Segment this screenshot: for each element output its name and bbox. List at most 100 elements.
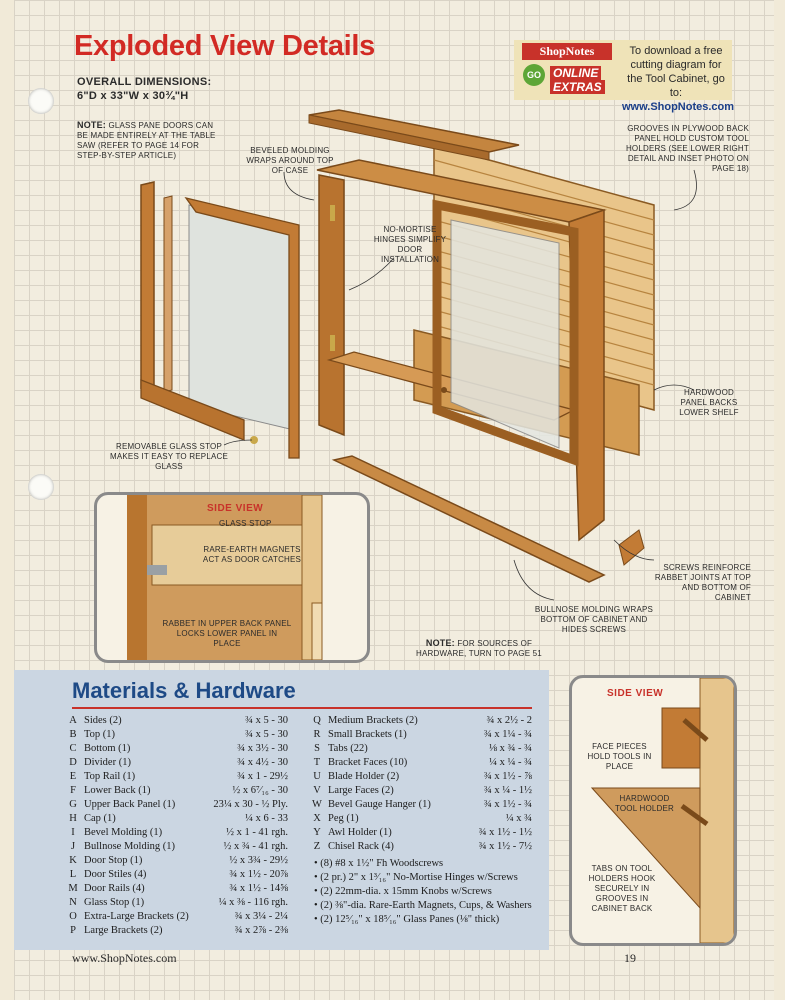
material-name: Bullnose Molding (1): [84, 841, 175, 852]
hardware-item: • (2 pr.) 2" x 1³⁄₁₆" No-Mortise Hinges …: [314, 872, 518, 883]
material-size: ¾ x 1¼ - ¾: [483, 729, 532, 740]
footer-url-link[interactable]: www.ShopNotes.com: [72, 951, 177, 965]
material-letter: U: [313, 771, 321, 782]
material-size: 23¼ x 30 - ½ Ply.: [213, 799, 288, 810]
callout-grooves: GROOVES IN PLYWOOD BACK PANEL HOLD CUSTO…: [625, 124, 749, 173]
material-size: ¾ x 1½ - 1½: [478, 827, 532, 838]
side-view-title: SIDE VIEW: [607, 688, 664, 699]
material-size: ½ x 3¾ - 29½: [229, 855, 288, 866]
material-letter: L: [69, 869, 77, 880]
material-letter: S: [314, 743, 320, 754]
material-size: ¾ x 3¼ - 2¼: [234, 911, 288, 922]
material-row: O Extra-Large Brackets (2) ¾ x 3¼ - 2¼: [66, 911, 288, 925]
door-knob-icon: [441, 387, 447, 393]
material-size: ¾ x 1½ - 7½: [478, 841, 532, 852]
material-letter: D: [69, 757, 77, 768]
cabinet-left-side: [318, 174, 345, 437]
material-size: ¾ x 4½ - 30: [237, 757, 288, 768]
material-size: ¼ x 6 - 33: [245, 813, 288, 824]
material-name: Bevel Gauge Hanger (1): [328, 799, 431, 810]
side-view-detail-1: SIDE VIEW GLASS STOP RARE-EARTH MAGNETS …: [94, 492, 370, 663]
material-size: ½ x 6⁷⁄₁₆ - 30: [232, 785, 288, 796]
leader-lines: [223, 169, 697, 601]
material-letter: B: [69, 729, 77, 740]
material-name: Door Stop (1): [84, 855, 143, 866]
material-name: Extra-Large Brackets (2): [84, 911, 189, 922]
material-name: Top (1): [84, 729, 116, 740]
material-letter: J: [70, 841, 76, 852]
material-row: N Glass Stop (1) ¼ x ⅜ - 116 rgh.: [66, 897, 288, 911]
side-view-detail-2: SIDE VIEW FACE PIECES HOLD TOOLS IN PLAC…: [569, 675, 737, 946]
material-name: Bracket Faces (10): [328, 757, 408, 768]
label-rare-earth-magnets: RARE-EARTH MAGNETS ACT AS DOOR CATCHES: [202, 545, 302, 564]
material-name: Chisel Rack (4): [328, 841, 394, 852]
material-name: Tabs (22): [328, 743, 368, 754]
glass-stop: [163, 195, 173, 393]
material-letter: T: [313, 757, 321, 768]
callout-removable-glass-stop: REMOVABLE GLASS STOP MAKES IT EASY TO RE…: [109, 442, 229, 471]
hardware-item: • (2) 12⁵⁄₁₆" x 18⁵⁄₁₆" Glass Panes (⅛" …: [314, 914, 500, 925]
material-letter: V: [313, 785, 321, 796]
material-letter: N: [69, 897, 77, 908]
extras-url-link[interactable]: www.ShopNotes.com: [622, 101, 735, 113]
material-letter: M: [68, 883, 78, 894]
cabinet-cap: [308, 109, 520, 153]
material-name: Medium Brackets (2): [328, 715, 418, 726]
tool-holder-bracket: [590, 787, 701, 910]
material-size: ¾ x 2⅞ - 2⅜: [234, 925, 288, 936]
extras-label: EXTRAS: [550, 80, 605, 94]
label-tabs: TABS ON TOOL HOLDERS HOOK SECURELY IN GR…: [588, 864, 656, 913]
material-letter: K: [69, 855, 77, 866]
material-name: Door Stiles (4): [84, 869, 147, 880]
material-letter: I: [71, 827, 75, 838]
material-size: ¾ x 1½ - ¾: [483, 799, 532, 810]
material-row: S Tabs (22) ⅛ x ¾ - ¾: [310, 743, 532, 757]
material-size: ¾ x 3½ - 30: [237, 743, 288, 754]
material-name: Large Brackets (2): [84, 925, 163, 936]
face-piece: [661, 707, 701, 769]
material-size: ⅛ x ¾ - ¾: [489, 743, 532, 754]
material-size: ¾ x 5 - 30: [245, 729, 288, 740]
material-letter: X: [313, 813, 321, 824]
label-hardwood-holder: HARDWOOD TOOL HOLDER: [614, 794, 675, 813]
material-name: Door Rails (4): [84, 883, 145, 894]
online-label: ONLINE: [550, 66, 602, 80]
material-letter: P: [70, 925, 76, 936]
material-size: ¼ x ⅜ - 116 rgh.: [218, 897, 288, 908]
side-view-title: SIDE VIEW: [207, 503, 264, 514]
material-letter: R: [313, 729, 321, 740]
material-letter: O: [69, 911, 77, 922]
material-letter: Y: [313, 827, 321, 838]
material-name: Sides (2): [84, 715, 122, 726]
material-size: ¼ x ¾: [505, 813, 532, 824]
material-row: P Large Brackets (2) ¾ x 2⅞ - 2⅜: [66, 925, 288, 939]
material-name: Top Rail (1): [84, 771, 136, 782]
shopnotes-logo: ShopNotes: [522, 43, 612, 60]
knob-icon: [250, 436, 258, 444]
binder-hole: [28, 474, 54, 500]
material-row: K Door Stop (1) ½ x 3¾ - 29½: [66, 855, 288, 869]
hardware-item: • (2) 22mm-dia. x 15mm Knobs w/Screws: [314, 886, 492, 897]
door-frame: [432, 199, 579, 467]
material-letter: H: [69, 813, 77, 824]
material-name: Lower Back (1): [84, 785, 151, 796]
material-size: ½ x ¾ - 41 rgh.: [223, 841, 288, 852]
hardware-item: • (8) #8 x 1½" Fh Woodscrews: [314, 858, 444, 869]
material-name: Glass Stop (1): [84, 897, 145, 908]
callout-no-mortise-hinges: NO-MORTISE HINGES SIMPLIFY DOOR INSTALLA…: [373, 225, 447, 264]
material-size: ¾ x 5 - 30: [245, 715, 288, 726]
hinge-icon: [330, 335, 335, 351]
material-name: Bottom (1): [84, 743, 131, 754]
material-letter: G: [69, 799, 77, 810]
label-face-pieces: FACE PIECES HOLD TOOLS IN PLACE: [587, 742, 652, 771]
material-letter: F: [70, 785, 76, 796]
material-size: ¾ x 1 - 29½: [237, 771, 288, 782]
hinge-icon: [330, 205, 335, 221]
material-row: B Top (1) ¾ x 5 - 30: [66, 729, 288, 743]
